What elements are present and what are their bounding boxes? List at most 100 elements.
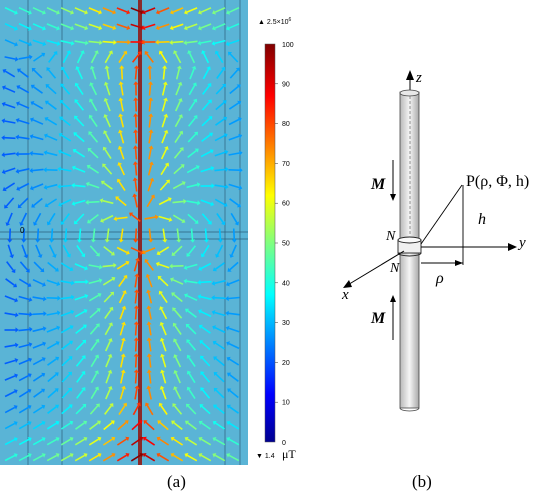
field-arrow <box>104 340 112 352</box>
h-label: h <box>478 211 486 228</box>
field-arrowhead <box>221 221 226 226</box>
field-arrow <box>61 405 71 415</box>
point-p-label: P(ρ, Φ, h) <box>466 173 529 190</box>
field-arrow <box>216 213 224 223</box>
field-arrow <box>61 85 71 95</box>
field-arrow <box>92 228 96 240</box>
field-arrowhead <box>40 388 45 393</box>
field-arrowhead <box>139 250 144 255</box>
field-arrow <box>158 454 170 462</box>
field-arrowhead <box>96 308 101 313</box>
field-arrowhead <box>74 115 79 120</box>
field-arrow <box>116 216 128 220</box>
field-arrow <box>172 182 184 190</box>
field-arrow <box>214 168 226 172</box>
field-arrow <box>60 280 72 284</box>
field-arrow <box>187 149 197 159</box>
field-arrowhead <box>163 129 169 134</box>
field-arrow <box>4 182 16 190</box>
field-arrow <box>75 213 85 223</box>
field-arrowhead <box>125 250 130 255</box>
field-arrow <box>34 212 42 224</box>
field-arrowhead <box>197 40 202 46</box>
field-arrow <box>200 438 212 446</box>
field-arrow <box>46 135 58 141</box>
field-arrow <box>60 438 72 446</box>
field-arrow <box>160 52 168 64</box>
field-arrowhead <box>113 262 117 268</box>
field-arrow <box>120 372 124 384</box>
field-arrow <box>75 133 85 143</box>
field-arrow <box>172 454 184 462</box>
field-arrow <box>74 40 86 44</box>
field-arrowhead <box>110 251 115 256</box>
field-arrowhead <box>118 97 124 102</box>
field-arrow <box>32 374 44 382</box>
field-arrow <box>232 228 236 240</box>
field-arrowhead <box>21 239 27 243</box>
field-arrow <box>228 312 240 316</box>
field-arrowhead <box>54 404 59 409</box>
field-arrowhead <box>157 420 162 425</box>
field-arrow <box>102 264 114 268</box>
field-arrowhead <box>71 201 76 206</box>
field-arrowhead <box>170 277 174 283</box>
field-arrow <box>74 438 86 446</box>
field-arrow <box>32 135 44 141</box>
field-arrow <box>229 85 239 95</box>
field-arrowhead <box>145 273 151 278</box>
field-arrow <box>144 454 156 462</box>
field-arrow <box>174 52 182 64</box>
field-arrow <box>214 151 226 157</box>
field-arrowhead <box>184 436 189 442</box>
field-arrowhead <box>133 239 139 243</box>
field-arrowhead <box>133 337 139 341</box>
field-arrow <box>133 260 139 272</box>
colorbar-tick-label: 30 <box>282 320 290 327</box>
field-arrowhead <box>227 388 232 393</box>
field-arrowhead <box>187 50 192 55</box>
field-arrowhead <box>172 307 177 312</box>
field-arrowhead <box>133 113 139 117</box>
field-arrowhead <box>94 370 99 375</box>
field-arrow <box>200 310 212 318</box>
field-arrow <box>18 22 30 30</box>
field-arrowhead <box>209 149 214 154</box>
field-arrowhead <box>43 167 47 173</box>
field-arrowhead <box>33 221 38 226</box>
field-arrowhead <box>84 25 89 31</box>
field-arrowhead <box>117 145 123 150</box>
field-arrowhead <box>155 25 160 31</box>
field-arrow <box>90 341 98 351</box>
field-arrow <box>228 23 240 29</box>
field-arrowhead <box>29 150 33 156</box>
field-arrowhead <box>211 40 216 46</box>
field-arrow <box>147 180 153 192</box>
field-arrow <box>158 263 170 269</box>
field-arrowhead <box>142 453 147 458</box>
field-arrow <box>186 454 198 462</box>
field-arrow <box>75 341 85 351</box>
field-arrow <box>18 278 30 286</box>
field-arrow <box>228 327 240 333</box>
field-arrow <box>173 245 183 255</box>
field-arrow <box>46 312 58 316</box>
field-arrows <box>1 6 243 462</box>
field-arrow <box>214 39 226 45</box>
field-arrow <box>32 278 44 286</box>
field-arrow <box>187 133 197 143</box>
field-arrowhead <box>234 221 239 226</box>
field-arrow <box>103 293 113 303</box>
field-arrow <box>88 7 100 13</box>
colorbar-unit: μT <box>282 447 296 461</box>
field-arrowhead <box>181 218 186 223</box>
field-arrowhead <box>60 83 65 88</box>
field-arrowhead <box>146 369 152 373</box>
field-arrowhead <box>43 311 47 317</box>
field-arrowhead <box>225 325 230 331</box>
field-arrow <box>46 327 58 333</box>
field-arrow <box>32 327 44 333</box>
field-arrowhead <box>97 436 102 442</box>
field-arrowhead <box>239 167 243 173</box>
